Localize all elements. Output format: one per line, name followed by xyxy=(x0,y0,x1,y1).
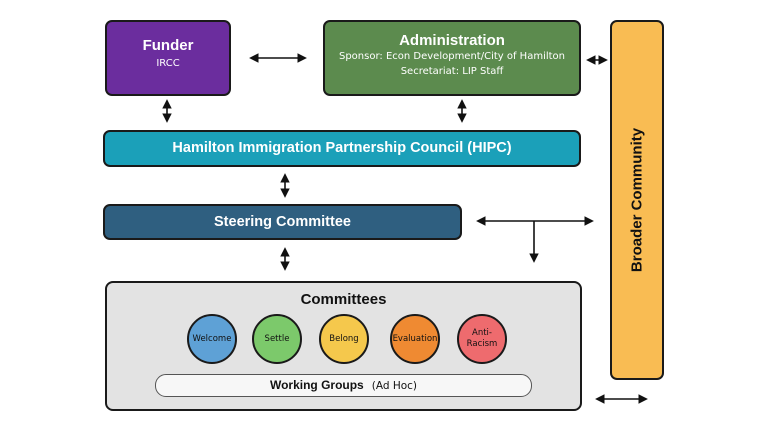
committee-belong: Belong xyxy=(319,314,369,364)
committee-welcome: Welcome xyxy=(187,314,237,364)
committee-belong-label: Belong xyxy=(329,333,359,344)
administration-box: Administration Sponsor: Econ Development… xyxy=(323,20,581,96)
steering-committee-box: Steering Committee xyxy=(103,204,462,240)
administration-title: Administration xyxy=(399,32,505,49)
committee-evaluation: Evaluation xyxy=(390,314,440,364)
administration-secretariat: Secretariat: LIP Staff xyxy=(400,66,504,77)
funder-box: Funder IRCC xyxy=(105,20,231,96)
working-groups-note: (Ad Hoc) xyxy=(371,380,418,392)
committees-title: Committees xyxy=(300,291,387,308)
administration-sponsor: Sponsor: Econ Development/City of Hamilt… xyxy=(338,51,566,62)
hipc-title: Hamilton Immigration Partnership Council… xyxy=(172,140,512,156)
committee-evaluation-label: Evaluation xyxy=(392,333,438,344)
hipc-box: Hamilton Immigration Partnership Council… xyxy=(103,130,581,167)
steering-committee-title: Steering Committee xyxy=(214,214,351,230)
working-groups-label: Working Groups xyxy=(269,378,364,392)
committee-settle: Settle xyxy=(252,314,302,364)
working-groups-bar: Working Groups (Ad Hoc) xyxy=(155,374,532,397)
broader-community-box: Broader Community xyxy=(610,20,664,380)
funder-title: Funder xyxy=(142,37,194,54)
committee-settle-label: Settle xyxy=(264,333,290,344)
committee-anti-racism: Anti- Racism xyxy=(457,314,507,364)
funder-subtitle: IRCC xyxy=(156,58,180,69)
committee-welcome-label: Welcome xyxy=(192,333,232,344)
committee-anti-racism-label: Anti- Racism xyxy=(466,328,498,349)
